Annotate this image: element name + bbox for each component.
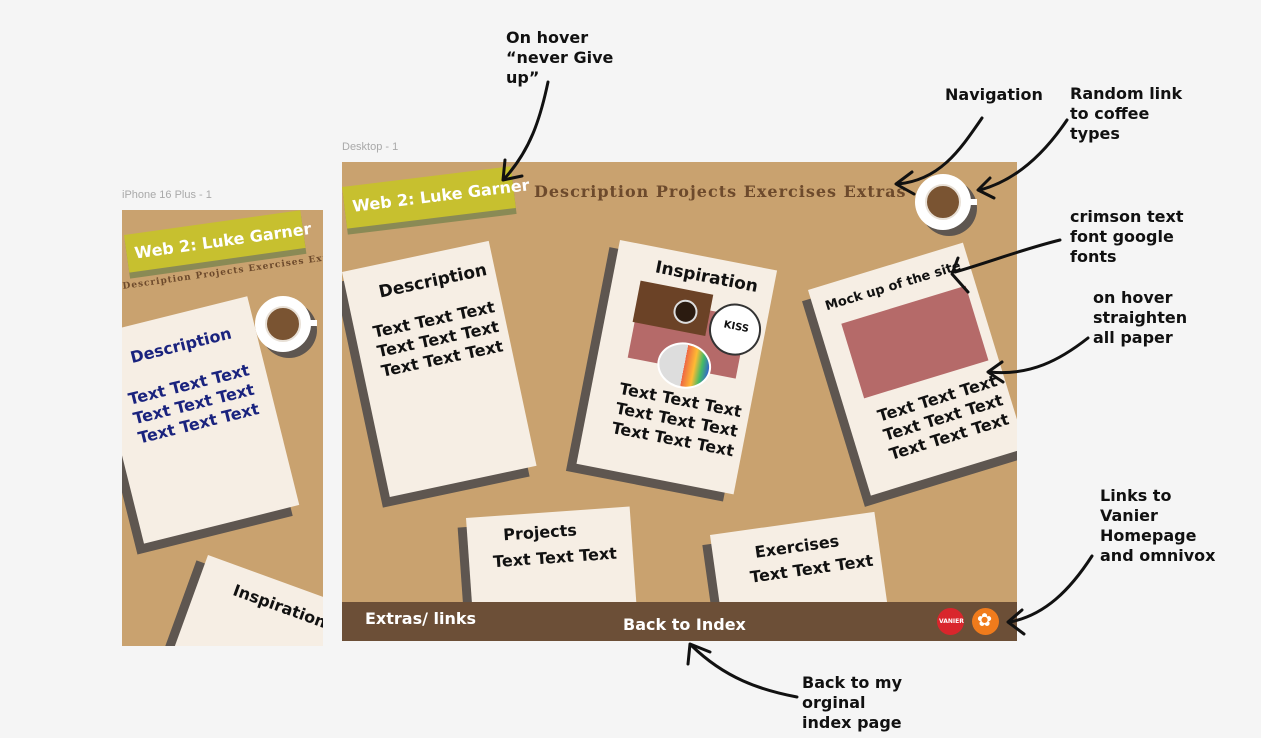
mobile-coffee-cup[interactable] bbox=[255, 296, 317, 352]
annotation-random-link: Random link to coffee types bbox=[1070, 84, 1183, 143]
mobile-frame: Web 2: Luke Garner Description Projects … bbox=[122, 210, 323, 646]
mobile-frame-label: iPhone 16 Plus - 1 bbox=[122, 189, 212, 201]
mobile-description-title: Description bbox=[128, 323, 234, 368]
arrow-back-to-index bbox=[690, 644, 799, 699]
desktop-frame: Web 2: Luke Garner Description Projects … bbox=[342, 162, 1017, 641]
coffee-icon bbox=[671, 297, 700, 326]
flower-icon: ✿ bbox=[977, 610, 993, 631]
mobile-inspiration-title: Inspiration bbox=[230, 580, 323, 632]
footer-extras-label: Extras/ links bbox=[365, 609, 477, 628]
mobile-inspiration-paper: Inspiration bbox=[156, 555, 323, 646]
description-text: Text Text Text Text Text Text Text Text … bbox=[371, 297, 505, 381]
desktop-coffee-cup[interactable] bbox=[915, 174, 977, 230]
vanier-link-icon[interactable]: VANIER bbox=[937, 608, 964, 635]
desktop-nav[interactable]: Description Projects Exercises Extras bbox=[534, 182, 907, 201]
desktop-inspiration-paper: Inspiration KISS Text Text Text Text Tex… bbox=[576, 240, 778, 495]
mobile-banner-text: Web 2: Luke Garner bbox=[133, 218, 313, 263]
desktop-description-paper: Description Text Text Text Text Text Tex… bbox=[342, 240, 537, 497]
annotation-straighten: on hover straighten all paper bbox=[1093, 288, 1188, 347]
inspiration-text: Text Text Text Text Text Text Text Text … bbox=[610, 378, 744, 461]
desktop-banner[interactable]: Web 2: Luke Garner bbox=[342, 166, 531, 229]
cup-handle bbox=[309, 320, 317, 326]
annotation-navigation: Navigation bbox=[945, 85, 1043, 104]
desktop-footer: Extras/ links Back to Index VANIER ✿ bbox=[342, 602, 1017, 641]
annotation-links: Links to Vanier Homepage and omnivox bbox=[1100, 486, 1216, 565]
omnivox-link-icon[interactable]: ✿ bbox=[972, 608, 999, 635]
coffee-icon bbox=[265, 306, 301, 342]
projects-text: Text Text Text bbox=[492, 543, 618, 572]
annotation-back-to-index: Back to my orginal index page bbox=[802, 673, 902, 732]
arrow-links bbox=[1008, 554, 1094, 624]
vanier-logo-text: VANIER bbox=[939, 618, 964, 625]
kiss-badge-text: KISS bbox=[722, 319, 750, 336]
back-to-index-link[interactable]: Back to Index bbox=[623, 615, 746, 634]
mobile-description-text: Text Text Text Text Text Text Text Text … bbox=[126, 360, 261, 448]
cup-handle bbox=[969, 199, 977, 205]
description-title: Description bbox=[377, 260, 489, 303]
annotation-hover-never-give-up: On hover “never Give up” bbox=[506, 28, 614, 87]
desktop-mockup-paper: Mock up of the site Text Text Text Text … bbox=[808, 242, 1017, 496]
coffee-icon bbox=[925, 184, 961, 220]
desktop-frame-label: Desktop - 1 bbox=[342, 141, 399, 153]
projects-title: Projects bbox=[502, 520, 578, 545]
desktop-banner-text: Web 2: Luke Garner bbox=[351, 175, 531, 216]
annotation-crimson-font: crimson text font google fonts bbox=[1070, 207, 1184, 266]
arrowhead-back-to-index bbox=[686, 642, 712, 666]
